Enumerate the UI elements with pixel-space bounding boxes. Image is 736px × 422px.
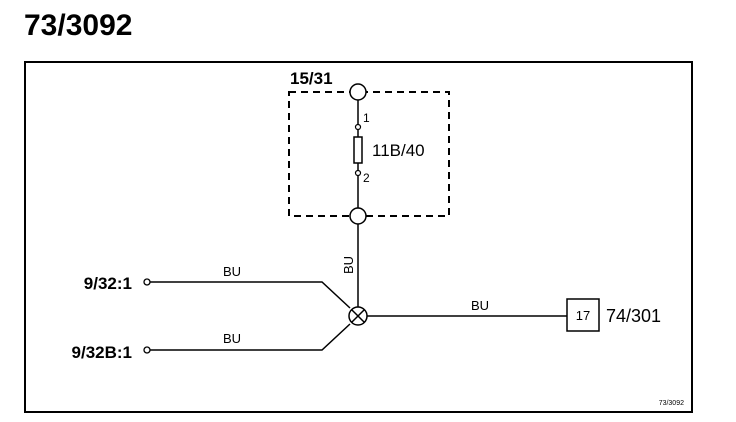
fuse-pin-1-dot (354, 123, 362, 131)
fuse-pin-1-label: 1 (363, 111, 370, 125)
vertical-wire-color-label: BU (341, 256, 356, 274)
terminal-label: 74/301 (606, 306, 661, 326)
connector-top-left-label: 9/32:1 (84, 274, 132, 293)
wire-bottom-left (150, 323, 351, 351)
fuse-symbol (353, 136, 363, 164)
terminal-number: 17 (576, 308, 590, 323)
connector-bottom-left-dot (143, 346, 151, 354)
dashed-component-box (288, 91, 450, 217)
connector-bottom-left-label: 9/32B:1 (72, 343, 132, 362)
fuse-label: 11B/40 (372, 141, 425, 160)
terminal-box (566, 298, 600, 332)
splice-icon (348, 306, 368, 326)
connector-top-left-dot (143, 278, 151, 286)
box-label: 15/31 (290, 69, 333, 88)
diagram-frame (24, 61, 693, 413)
wire-bottom-left-color-label: BU (223, 331, 241, 346)
wire-top-left (150, 281, 351, 309)
fuse-pin-2-label: 2 (363, 171, 370, 185)
bottom-terminal-circle (349, 207, 367, 225)
top-terminal-circle (349, 83, 367, 101)
reference-code: 73/3092 (659, 400, 684, 407)
fuse-pin-2-dot (354, 169, 362, 177)
page-title: 73/3092 (24, 9, 133, 42)
wire-right-color-label: BU (471, 298, 489, 313)
wire-top-left-color-label: BU (223, 264, 241, 279)
